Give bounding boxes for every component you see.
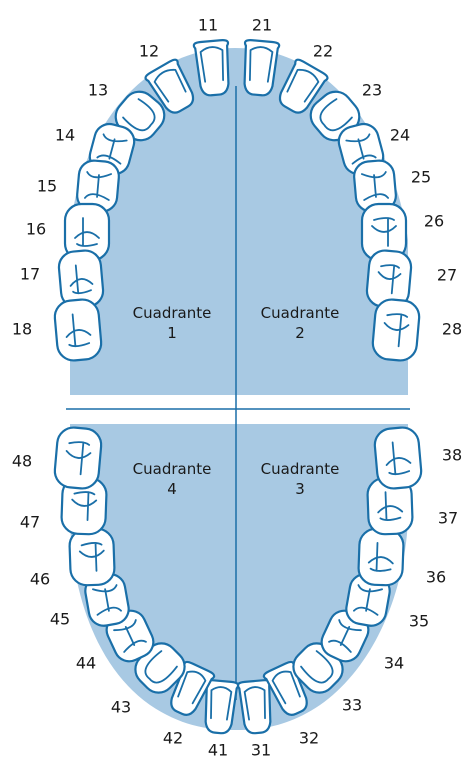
tooth-36[interactable] <box>357 527 405 587</box>
tooth-number-32: 32 <box>299 729 319 748</box>
tooth-number-28: 28 <box>442 320 462 339</box>
tooth-35[interactable] <box>344 572 392 628</box>
tooth-numbers-layer: 1112131415161718212223242526272831323334… <box>12 16 462 758</box>
quadrant-3-number: 3 <box>295 480 305 498</box>
tooth-46[interactable] <box>68 527 116 587</box>
tooth-number-44: 44 <box>76 654 96 673</box>
tooth-number-23: 23 <box>362 81 382 100</box>
tooth-number-26: 26 <box>424 212 444 231</box>
tooth-47[interactable] <box>60 476 108 536</box>
upper-arch-region <box>70 48 408 395</box>
tooth-31[interactable] <box>236 679 275 735</box>
tooth-number-35: 35 <box>409 612 429 631</box>
tooth-number-47: 47 <box>20 513 40 532</box>
tooth-number-34: 34 <box>384 654 404 673</box>
quadrant-1-label: Cuadrante <box>133 304 212 322</box>
teeth-layer <box>53 39 423 735</box>
tooth-number-38: 38 <box>442 446 462 465</box>
tooth-38[interactable] <box>373 426 423 490</box>
tooth-11[interactable] <box>192 39 233 97</box>
tooth-number-42: 42 <box>163 729 183 748</box>
quadrant-2-label: Cuadrante <box>261 304 340 322</box>
tooth-number-13: 13 <box>88 81 108 100</box>
quadrant-4-number: 4 <box>167 480 177 498</box>
quadrant-2-number: 2 <box>295 324 305 342</box>
tooth-number-46: 46 <box>30 570 50 589</box>
tooth-number-12: 12 <box>139 42 159 61</box>
tooth-18[interactable] <box>53 298 103 362</box>
tooth-number-22: 22 <box>313 42 333 61</box>
tooth-number-15: 15 <box>37 177 57 196</box>
tooth-number-41: 41 <box>208 741 228 758</box>
tooth-22[interactable] <box>273 58 329 118</box>
tooth-number-37: 37 <box>438 509 458 528</box>
quadrant-1-number: 1 <box>167 324 177 342</box>
tooth-number-18: 18 <box>12 320 32 339</box>
tooth-17[interactable] <box>57 249 105 309</box>
tooth-12[interactable] <box>144 58 199 118</box>
tooth-number-25: 25 <box>411 168 431 187</box>
tooth-number-48: 48 <box>12 452 32 471</box>
tooth-48[interactable] <box>53 426 103 490</box>
tooth-28[interactable] <box>371 298 421 362</box>
tooth-number-43: 43 <box>111 698 131 717</box>
tooth-number-14: 14 <box>55 126 75 145</box>
tooth-number-24: 24 <box>390 126 410 145</box>
tooth-number-27: 27 <box>437 266 457 285</box>
tooth-number-36: 36 <box>426 568 446 587</box>
tooth-37[interactable] <box>366 476 414 536</box>
tooth-21[interactable] <box>241 39 281 97</box>
tooth-number-21: 21 <box>252 16 272 35</box>
tooth-number-17: 17 <box>20 265 40 284</box>
tooth-number-33: 33 <box>342 696 362 715</box>
tooth-25[interactable] <box>353 159 397 213</box>
tooth-number-45: 45 <box>50 610 70 629</box>
tooth-number-31: 31 <box>251 741 271 758</box>
quadrant-3-label: Cuadrante <box>261 460 340 478</box>
tooth-number-11: 11 <box>198 16 218 35</box>
tooth-number-16: 16 <box>26 220 46 239</box>
quadrant-4-label: Cuadrante <box>133 460 212 478</box>
